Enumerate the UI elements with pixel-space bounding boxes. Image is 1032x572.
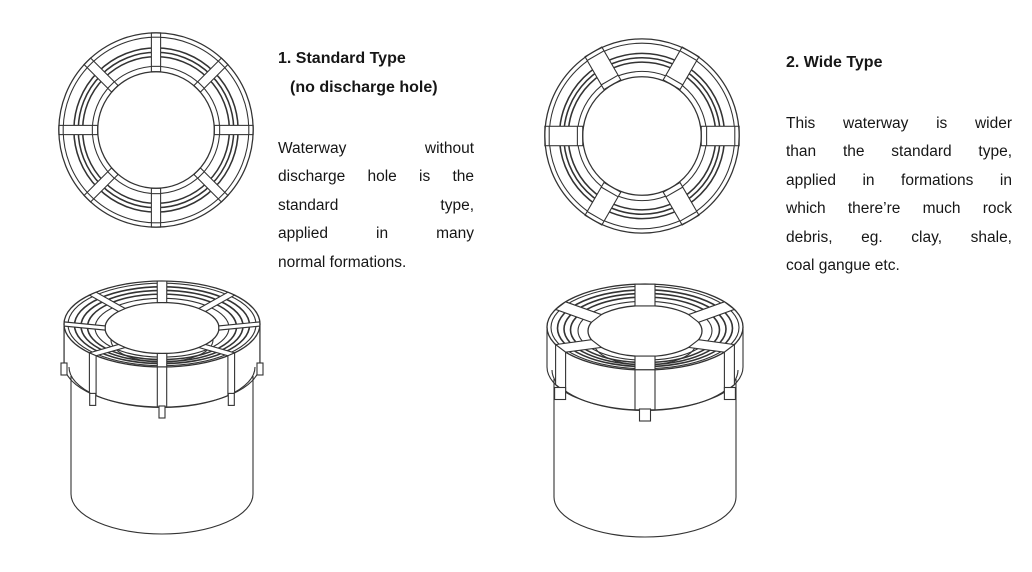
- title-line: (no discharge hole): [290, 79, 438, 96]
- wide-bit-top-view-drawing: [544, 38, 740, 234]
- body-line: applied in many: [278, 225, 474, 243]
- wide-type-text: 2. Wide Type This waterway is wider than …: [786, 48, 1012, 280]
- body-line: applied in formations in: [786, 171, 1012, 189]
- title-line: 1. Standard Type: [278, 50, 406, 67]
- wide-type-title: 2. Wide Type: [786, 48, 1012, 77]
- standard-type-text: 1. Standard Type (no discharge hole) Wate…: [278, 44, 474, 277]
- body-line: which there’re much rock: [786, 200, 1012, 218]
- body-line: discharge hole is the: [278, 168, 474, 186]
- wide-type-description: This waterway is wider than the standard …: [786, 110, 1012, 280]
- standard-type-title: 1. Standard Type (no discharge hole): [278, 44, 474, 102]
- title-line: 2. Wide Type: [786, 54, 883, 71]
- body-line: This waterway is wider: [786, 115, 1012, 132]
- standard-type-description: Waterway without discharge hole is the sta…: [278, 135, 474, 277]
- body-line: than the standard type,: [786, 143, 1012, 161]
- wide-bit-perspective-drawing: [546, 283, 744, 538]
- body-line: coal gangue etc.: [786, 257, 900, 275]
- body-line: standard type,: [278, 196, 474, 214]
- body-line: normal formations.: [278, 253, 407, 271]
- standard-bit-perspective-drawing: [60, 280, 264, 535]
- body-line: Waterway without: [278, 140, 474, 157]
- standard-bit-top-view-drawing: [58, 32, 254, 228]
- body-line: debris, eg. clay, shale,: [786, 228, 1012, 246]
